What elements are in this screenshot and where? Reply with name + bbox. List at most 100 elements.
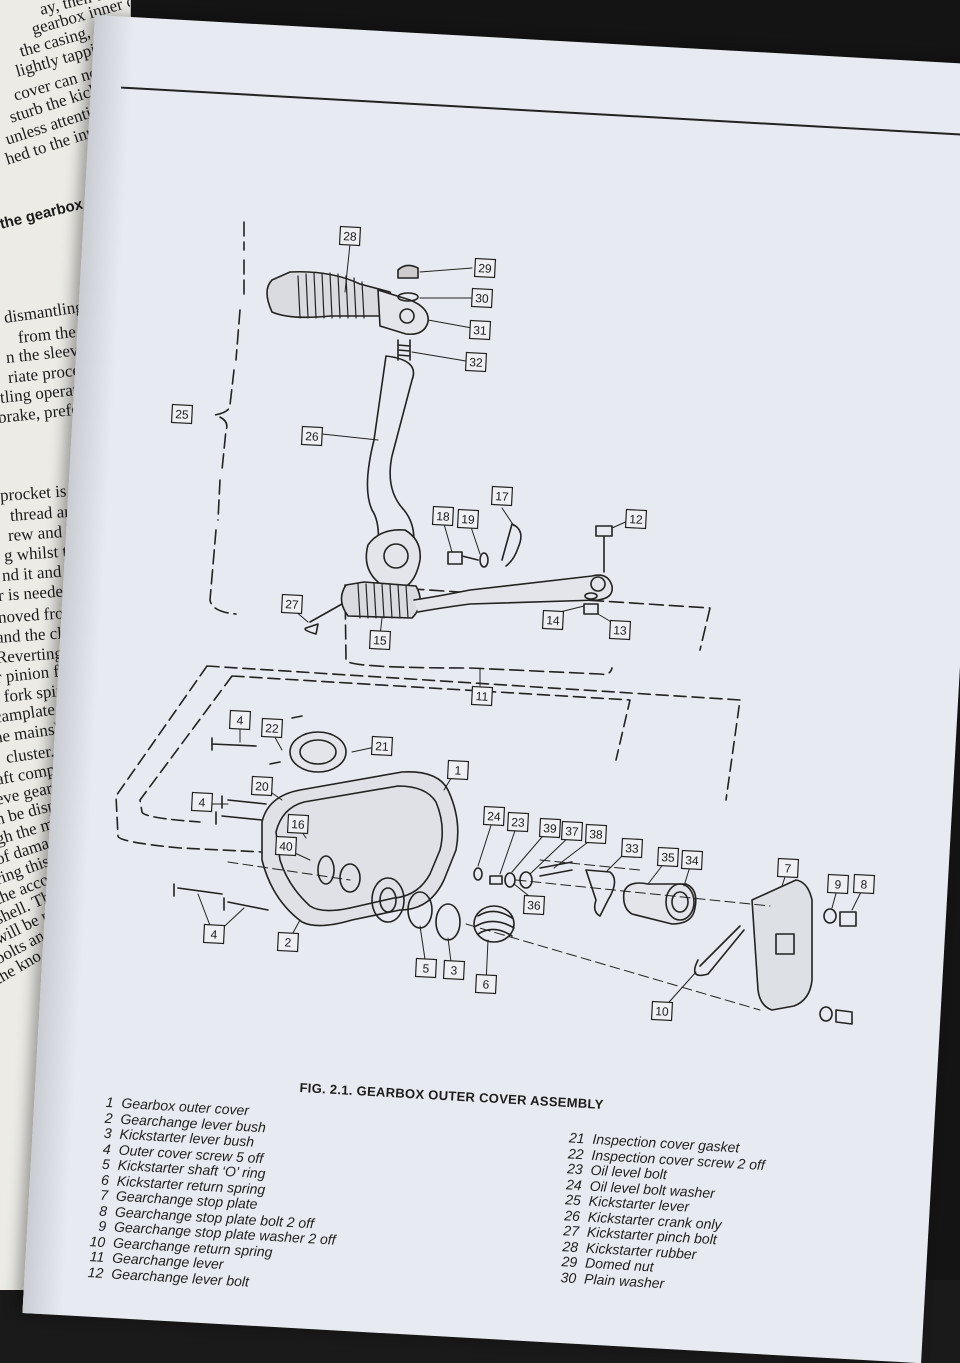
callout-15: 15 xyxy=(368,629,392,651)
legend-number: 21 xyxy=(568,1129,586,1147)
callout-2: 2 xyxy=(276,931,300,953)
legend-number: 27 xyxy=(563,1222,580,1240)
callout-35: 35 xyxy=(656,846,680,868)
legend-number: 25 xyxy=(564,1191,582,1209)
callout-label: 35 xyxy=(661,850,675,865)
callout-4: 4 xyxy=(202,923,226,945)
callout-7: 7 xyxy=(776,857,800,879)
callout-30: 30 xyxy=(470,287,494,309)
callout-32: 32 xyxy=(464,351,488,373)
callout-label: 6 xyxy=(482,977,490,991)
callout-4: 4 xyxy=(190,791,214,813)
callout-37: 37 xyxy=(560,820,584,842)
callout-label: 38 xyxy=(589,827,603,842)
callout-40: 40 xyxy=(274,835,298,857)
legend-number: 9 xyxy=(97,1217,107,1235)
callout-label: 39 xyxy=(543,821,557,836)
callout-label: 1 xyxy=(454,763,462,777)
callout-label: 32 xyxy=(469,355,483,370)
callout-label: 20 xyxy=(255,779,269,794)
callout-label: 34 xyxy=(685,853,699,868)
callout-label: 27 xyxy=(285,597,299,612)
callout-label: 13 xyxy=(613,623,627,638)
callout-6: 6 xyxy=(474,973,498,995)
callout-18: 18 xyxy=(431,505,455,527)
callout-label: 30 xyxy=(475,291,489,306)
callout-label: 10 xyxy=(655,1004,669,1019)
callout-label: 23 xyxy=(511,815,525,830)
callout-label: 4 xyxy=(210,927,218,941)
callout-4: 4 xyxy=(228,709,252,731)
callout-label: 14 xyxy=(546,613,560,628)
callout-label: 28 xyxy=(343,229,357,244)
callout-label: 26 xyxy=(305,429,319,444)
callout-label: 33 xyxy=(625,841,639,856)
callout-11: 11 xyxy=(470,685,494,707)
callout-23: 23 xyxy=(506,811,530,833)
callout-label: 22 xyxy=(265,721,279,736)
callout-8: 8 xyxy=(852,873,876,895)
callout-label: 4 xyxy=(198,795,206,809)
callout-label: 36 xyxy=(527,898,541,913)
callout-label: 21 xyxy=(375,739,389,754)
callout-12: 12 xyxy=(624,508,648,530)
callout-3: 3 xyxy=(442,959,466,981)
callout-label: 7 xyxy=(784,861,792,875)
callout-21: 21 xyxy=(370,735,394,757)
callout-36: 36 xyxy=(522,894,546,916)
callout-label: 11 xyxy=(475,689,488,704)
callout-10: 10 xyxy=(650,1000,674,1022)
callout-label: 18 xyxy=(436,509,450,524)
callout-26: 26 xyxy=(300,425,324,447)
callout-label: 2 xyxy=(284,935,292,949)
kickstarter-rubber xyxy=(266,270,393,319)
callout-20: 20 xyxy=(250,775,274,797)
callout-label: 12 xyxy=(629,512,643,527)
callout-label: 5 xyxy=(422,961,430,975)
callout-22: 22 xyxy=(260,717,284,739)
callout-16: 16 xyxy=(286,813,310,835)
callout-label: 3 xyxy=(450,963,458,977)
callout-34: 34 xyxy=(680,849,704,871)
legend-number: 23 xyxy=(566,1160,584,1178)
callout-13: 13 xyxy=(608,619,632,641)
callout-label: 24 xyxy=(487,809,501,824)
callout-33: 33 xyxy=(620,837,644,859)
callout-label: 31 xyxy=(473,323,487,338)
legend-number: 3 xyxy=(103,1124,113,1142)
legend-number: 11 xyxy=(89,1248,105,1266)
callout-5: 5 xyxy=(414,957,438,979)
callout-24: 24 xyxy=(482,805,506,827)
callout-label: 16 xyxy=(291,817,305,832)
callout-19: 19 xyxy=(456,508,480,530)
callout-25: 25 xyxy=(170,403,194,425)
callout-39: 39 xyxy=(538,817,562,839)
callout-27: 27 xyxy=(280,593,304,615)
callout-29: 29 xyxy=(473,257,497,279)
legend-number: 12 xyxy=(87,1263,104,1281)
callout-label: 25 xyxy=(175,407,189,422)
callout-14: 14 xyxy=(541,609,565,631)
callout-label: 4 xyxy=(236,713,244,727)
callout-label: 9 xyxy=(834,877,842,891)
legend-number: 29 xyxy=(561,1253,578,1271)
callout-31: 31 xyxy=(468,319,492,341)
callout-label: 40 xyxy=(279,839,293,854)
callout-label: 17 xyxy=(495,489,509,504)
callout-38: 38 xyxy=(584,823,608,845)
legend-number: 1 xyxy=(105,1093,115,1111)
callout-1: 1 xyxy=(446,759,470,781)
callout-label: 37 xyxy=(565,824,579,839)
callout-label: 19 xyxy=(461,512,475,527)
legend-number: 7 xyxy=(99,1186,109,1204)
callout-17: 17 xyxy=(490,485,514,507)
callout-label: 29 xyxy=(478,261,492,276)
callout-label: 8 xyxy=(860,877,868,891)
legend-number: 5 xyxy=(101,1155,111,1173)
callout-28: 28 xyxy=(338,225,362,247)
callout-9: 9 xyxy=(826,873,850,895)
legend-number: 30 xyxy=(560,1268,577,1286)
